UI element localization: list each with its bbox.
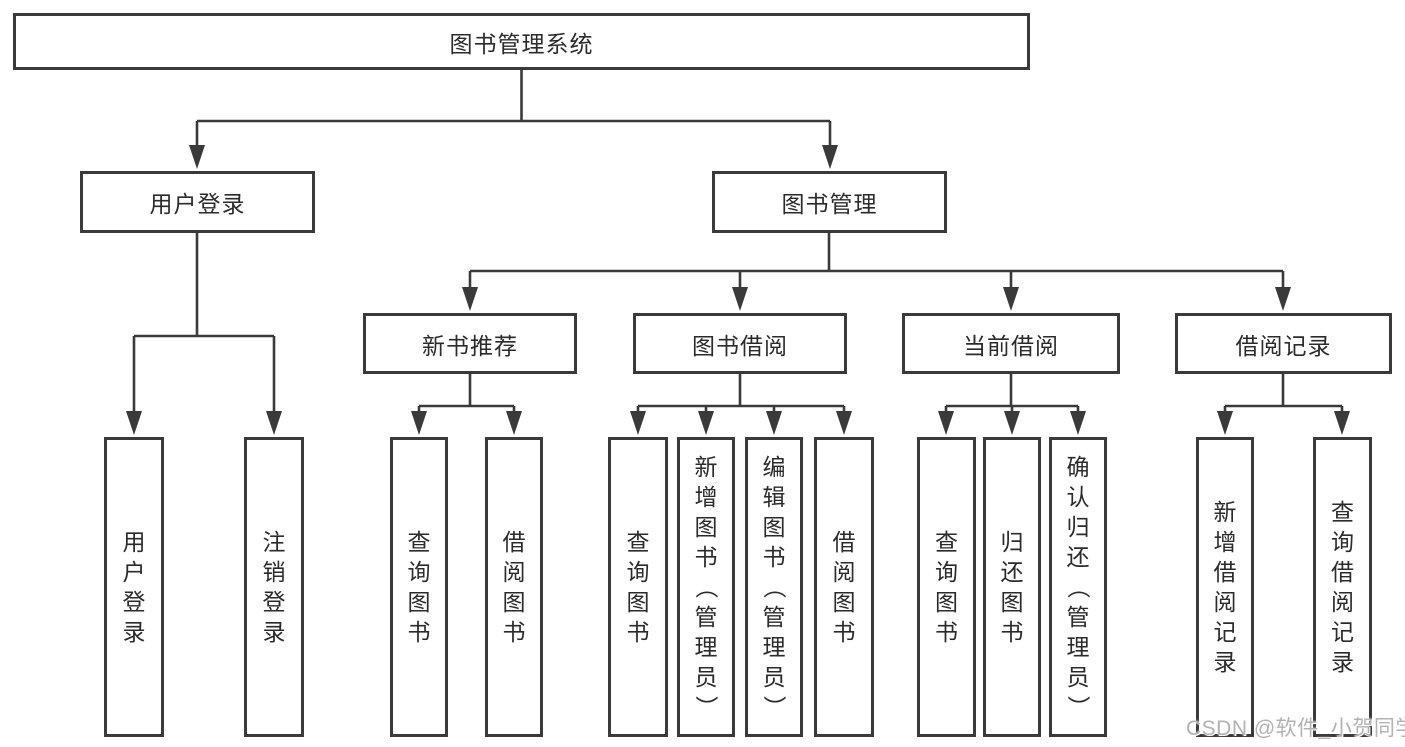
node-book-borrowing: 图书借阅 <box>633 313 847 374</box>
leaf-return-books: 归还图书 <box>983 437 1041 737</box>
edges-new-book-recommendation-to-leaves <box>411 374 522 435</box>
leaf-borrow-books: 借阅图书 <box>814 437 874 737</box>
node-current-borrowing: 当前借阅 <box>902 313 1120 374</box>
leaf-edit-books-admin: 编辑图书（管理员） <box>745 437 803 737</box>
node-label: 用户登录 <box>122 529 146 645</box>
node-label: 查询图书 <box>407 529 431 645</box>
node-user-login: 用户登录 <box>80 171 315 233</box>
edges-borrowing-records-to-leaves <box>1217 374 1350 435</box>
node-new-book-recommendation: 新书推荐 <box>363 313 577 374</box>
node-book-management: 图书管理 <box>712 171 947 233</box>
node-label: 新增借阅记录 <box>1213 499 1237 675</box>
node-label: 用户登录 <box>149 191 246 217</box>
leaf-user-login: 用户登录 <box>104 437 164 737</box>
node-label: 查询图书 <box>626 529 650 645</box>
node-borrowing-records: 借阅记录 <box>1175 313 1392 374</box>
leaf-add-borrow-record: 新增借阅记录 <box>1196 437 1254 737</box>
node-library-management-system: 图书管理系统 <box>13 13 1030 70</box>
node-label: 图书管理系统 <box>449 30 594 57</box>
node-label: 新书推荐 <box>422 332 518 359</box>
leaf-add-books-admin: 新增图书（管理员） <box>677 437 735 737</box>
node-label: 借阅图书 <box>832 529 856 645</box>
leaf-query-books-borrowing: 查询图书 <box>608 437 668 737</box>
node-label: 归还图书 <box>1000 529 1024 645</box>
leaf-query-borrow-record: 查询借阅记录 <box>1313 437 1372 737</box>
leaf-borrow-books-recommend: 借阅图书 <box>485 437 543 737</box>
leaf-logout: 注销登录 <box>244 437 304 737</box>
node-label: 查询图书 <box>935 529 958 645</box>
node-label: 借阅记录 <box>1235 332 1332 359</box>
edges-user-login-to-leaves <box>126 233 282 435</box>
edges-current-borrowing-to-leaves <box>938 374 1086 435</box>
node-label: 当前借阅 <box>963 332 1059 359</box>
node-label: 注销登录 <box>262 529 286 645</box>
leaf-confirm-return-admin: 确认归还（管理员） <box>1049 437 1107 737</box>
node-label: 确认归还（管理员） <box>1065 454 1091 719</box>
edges-root-to-level2 <box>189 67 838 169</box>
node-label: 查询借阅记录 <box>1331 499 1354 675</box>
node-label: 编辑图书（管理员） <box>761 454 787 719</box>
leaf-query-books-current: 查询图书 <box>917 437 976 737</box>
node-label: 新增图书（管理员） <box>693 454 719 719</box>
edges-book-borrowing-to-leaves <box>630 374 852 435</box>
node-label: 图书借阅 <box>692 332 788 359</box>
node-label: 借阅图书 <box>502 529 526 645</box>
edges-book-management-to-level3 <box>462 233 1291 311</box>
csdn-watermark: CSDN @软件_小贺同学 <box>1186 717 1405 740</box>
node-label: 图书管理 <box>781 191 878 217</box>
leaf-query-books-recommend: 查询图书 <box>390 437 448 737</box>
